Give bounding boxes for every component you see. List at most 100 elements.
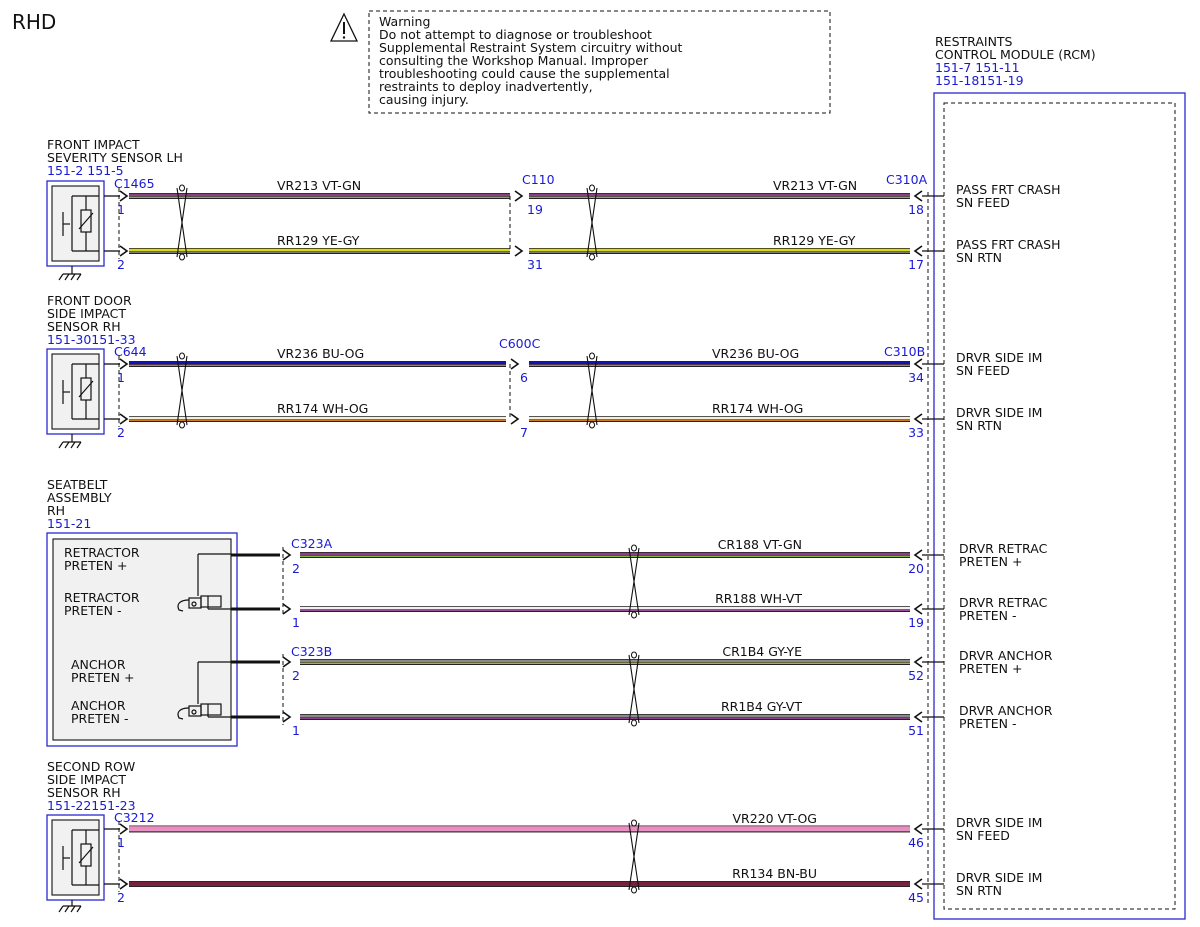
- rcm-module: RESTRAINTS CONTROL MODULE (RCM) 151-7 15…: [933, 34, 1186, 920]
- pin-number: 1: [117, 370, 125, 385]
- connector-arrow: [514, 245, 524, 257]
- connector-id[interactable]: C1465: [114, 176, 155, 191]
- rcm-pin-label: PRETEN -: [959, 608, 1017, 623]
- rcm-body: [943, 102, 1176, 910]
- twist-end: [589, 421, 595, 429]
- ground-icon: [58, 266, 82, 281]
- connector-arrow: [282, 603, 292, 615]
- pin-number: 2: [292, 561, 300, 576]
- rcm-pin-label: SN RTN: [956, 418, 1002, 433]
- component-name: SECOND ROW: [47, 759, 135, 774]
- wire-label: VR220 VT-OG: [733, 811, 818, 826]
- rcm-pin-label: PRETEN +: [959, 554, 1022, 569]
- component-name: RH: [47, 503, 65, 518]
- rcm-outline: [933, 92, 1186, 920]
- connector-arrow: [913, 549, 923, 561]
- seatbelt-assembly: SEATBELT ASSEMBLY RH 151-21 RETRACTOR PR…: [46, 477, 333, 747]
- connector-id[interactable]: C323B: [291, 644, 332, 659]
- sensor-switch-icon: [62, 829, 99, 886]
- rcm-pin-label: SN FEED: [956, 195, 1010, 210]
- wire-label: VR213 VT-GN: [773, 178, 857, 193]
- pin-number: 6: [520, 370, 528, 385]
- pin-number: 19: [908, 615, 924, 630]
- connector-arrow: [913, 603, 923, 615]
- twist-end: [589, 253, 595, 261]
- wire-label: VR236 BU-OG: [712, 346, 799, 361]
- preten-label: PRETEN -: [71, 711, 129, 726]
- pin-number: 17: [908, 257, 924, 272]
- component-name: SEATBELT: [47, 477, 108, 492]
- pin-number: 2: [292, 668, 300, 683]
- component-name: SENSOR RH: [47, 319, 121, 334]
- connector-arrow: [119, 878, 129, 890]
- component-name: SEVERITY SENSOR LH: [47, 150, 183, 165]
- warning-line: Warning: [379, 14, 430, 29]
- warning-line: restraints to deploy inadvertently,: [379, 79, 593, 94]
- rcm-name-line: RESTRAINTS: [935, 34, 1013, 49]
- connector-arrow: [913, 190, 923, 202]
- wire-label: CR1B4 GY-YE: [722, 644, 802, 659]
- connector-arrow: [913, 711, 923, 723]
- connector-arrow: [119, 823, 129, 835]
- twisted-pair-marker: [176, 187, 188, 258]
- connector-id[interactable]: C323A: [291, 536, 333, 551]
- pin-number: 19: [527, 202, 543, 217]
- connector-arrow: [282, 549, 292, 561]
- pin-number: 33: [908, 425, 924, 440]
- pin-number: 46: [908, 835, 924, 850]
- pin-number: 18: [908, 202, 924, 217]
- component-ref[interactable]: 151-22151-23: [47, 798, 136, 813]
- component-name: ASSEMBLY: [47, 490, 112, 505]
- component-ref[interactable]: 151-21: [47, 516, 91, 531]
- rcm-pin-label: SN FEED: [956, 363, 1010, 378]
- component-ref[interactable]: 151-2 151-5: [47, 163, 124, 178]
- component-name: FRONT IMPACT: [47, 137, 140, 152]
- connector-arrow: [282, 711, 292, 723]
- component-name: SIDE IMPACT: [47, 306, 126, 321]
- wire-label: RR134 BN-BU: [732, 866, 817, 881]
- rcm-pin-label: DRVR RETRAC: [959, 541, 1048, 556]
- rcm-ref[interactable]: 151-7 151-11: [935, 60, 1020, 75]
- component-name: FRONT DOOR: [47, 293, 132, 308]
- twist-end: [631, 886, 637, 894]
- pin-number: 7: [520, 425, 528, 440]
- twisted-pair-marker: [628, 547, 640, 616]
- wire-label: VR236 BU-OG: [277, 346, 364, 361]
- preten-label: PRETEN -: [64, 603, 122, 618]
- wire-label: RR129 YE-GY: [773, 233, 856, 248]
- inline-connector-id[interactable]: C600C: [499, 336, 541, 351]
- rcm-connector-id[interactable]: C310B: [884, 344, 925, 359]
- sensor-switch-icon: [62, 195, 99, 252]
- twist-end: [589, 352, 595, 360]
- rcm-pin-label: DRVR RETRAC: [959, 595, 1048, 610]
- front-impact-sensor: FRONT IMPACT SEVERITY SENSOR LH 151-2 15…: [46, 137, 183, 281]
- connector-arrow: [913, 823, 923, 835]
- wire-label: VR213 VT-GN: [277, 178, 361, 193]
- component-ref[interactable]: 151-30151-33: [47, 332, 136, 347]
- rcm-pin-label: SN RTN: [956, 250, 1002, 265]
- component-name: SIDE IMPACT: [47, 772, 126, 787]
- twist-end: [589, 184, 595, 192]
- warning-line: troubleshooting could cause the suppleme…: [379, 66, 670, 81]
- pin-number: 45: [908, 890, 924, 905]
- preten-label: ANCHOR: [71, 698, 126, 713]
- preten-label: RETRACTOR: [64, 590, 140, 605]
- pin-number: 31: [527, 257, 543, 272]
- rcm-ref[interactable]: 151-18151-19: [935, 73, 1024, 88]
- preten-label: RETRACTOR: [64, 545, 140, 560]
- connector-id[interactable]: C3212: [114, 810, 155, 825]
- connector-arrow: [913, 656, 923, 668]
- connector-id[interactable]: C644: [114, 344, 147, 359]
- connector-arrow: [282, 656, 292, 668]
- connector-arrow: [913, 413, 923, 425]
- rcm-pin-label: PRETEN +: [959, 661, 1022, 676]
- inline-connector-id[interactable]: C110: [522, 172, 555, 187]
- connector-arrow: [913, 245, 923, 257]
- twisted-pair-marker: [586, 355, 598, 426]
- warning-triangle-icon: [329, 12, 359, 42]
- twist-end: [179, 253, 185, 261]
- wire-label: RR174 WH-OG: [712, 401, 803, 416]
- rcm-connector-id[interactable]: C310A: [886, 172, 928, 187]
